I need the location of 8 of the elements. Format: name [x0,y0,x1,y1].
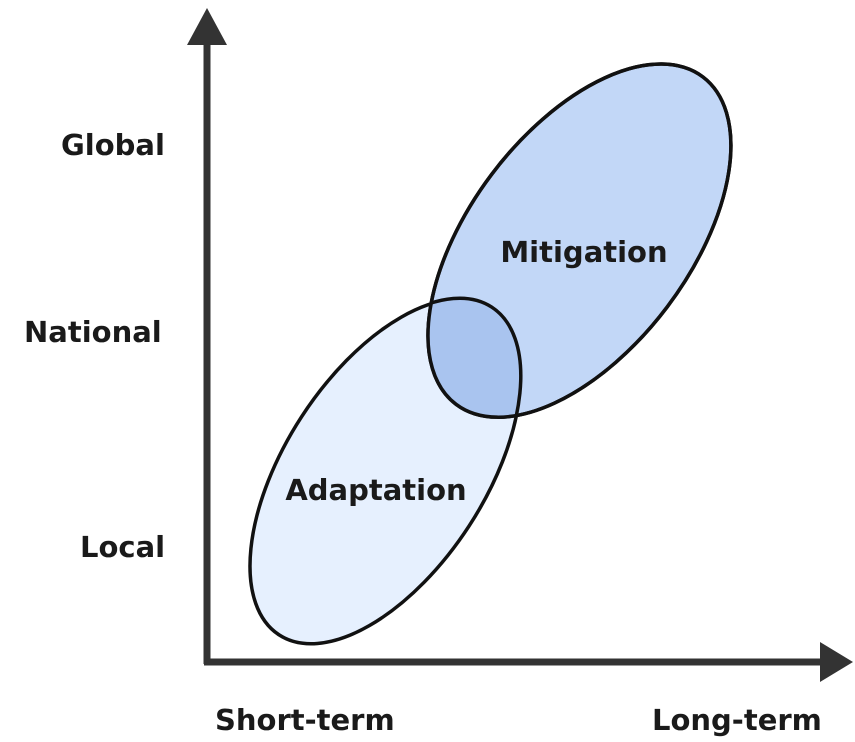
axis-tick-label: Short-term [215,703,395,737]
axis-tick-label: Global [61,128,165,162]
ellipse-region [424,61,734,421]
axis-tick-label: National [24,315,162,349]
region-label: Adaptation [285,472,467,507]
axis-tick-label: Long-term [652,703,822,737]
axis-tick-label: Local [80,530,166,564]
region-label: Mitigation [500,234,668,269]
